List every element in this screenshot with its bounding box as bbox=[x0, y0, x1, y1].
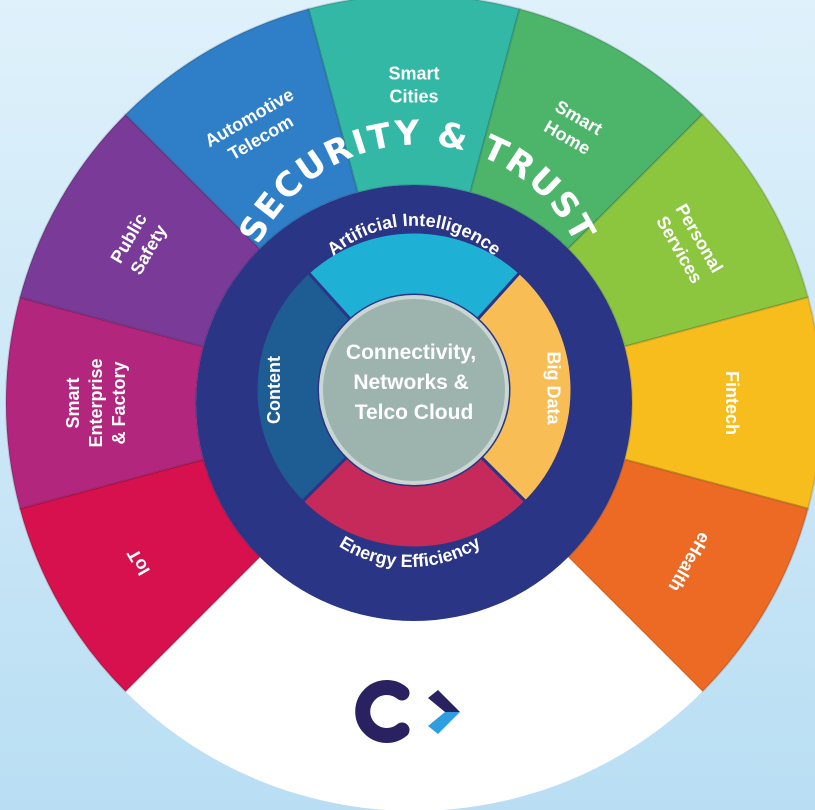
outer-label-line: & Factory bbox=[109, 361, 129, 444]
outer-label-line: Cities bbox=[389, 87, 438, 107]
core-line-2: Networks & bbox=[353, 371, 469, 394]
core-line-3: Telco Cloud bbox=[355, 401, 474, 424]
outer-label-line: Fintech bbox=[722, 371, 742, 435]
core-line-1: Connectivity, bbox=[346, 341, 476, 364]
logo-c-mark bbox=[355, 680, 410, 743]
outer-label-line: Enterprise bbox=[86, 358, 106, 447]
core-label: Connectivity, Networks & Telco Cloud bbox=[346, 341, 482, 424]
outer-label-fintech: Fintech bbox=[722, 371, 742, 435]
inner-label-big-data: Big Data bbox=[543, 351, 563, 425]
core-circle bbox=[319, 295, 509, 485]
logo-chevron-accent bbox=[428, 712, 460, 734]
brand-logo bbox=[355, 680, 460, 743]
outer-blank-segment bbox=[125, 557, 703, 810]
outer-label-line: Smart bbox=[63, 377, 83, 428]
outer-label-line: Smart bbox=[388, 64, 439, 84]
logo-chevron-dark bbox=[428, 690, 460, 712]
inner-label-content: Content bbox=[264, 356, 284, 424]
